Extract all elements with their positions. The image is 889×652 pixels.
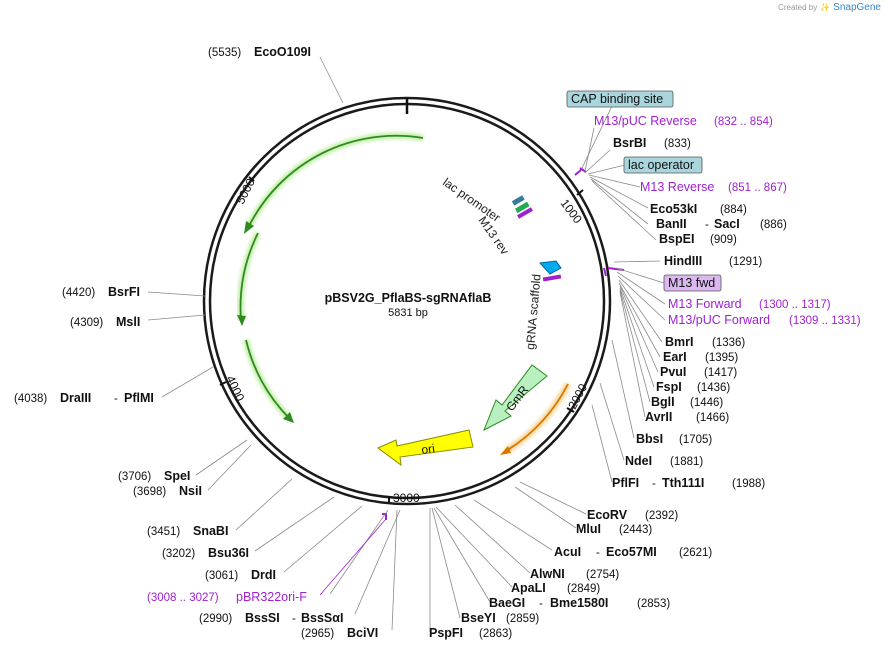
primer-pbr322ori-f: (3008 .. 3027)pBR322ori-F <box>147 590 307 604</box>
snapgene-logo-icon: ✨ <box>820 3 831 12</box>
cap-binding-label: CAP binding site <box>571 92 663 106</box>
credit-brand: SnapGene <box>833 2 881 13</box>
site-snabi: (3451)SnaBI <box>147 524 228 538</box>
pbr322-connector <box>319 519 386 596</box>
primer-m13puc-forward: M13/pUC Forward(1309 .. 1331) <box>668 313 861 327</box>
tick-label-1000: 1000 <box>558 196 585 226</box>
site-ecorv: EcoRV(2392) <box>587 508 678 522</box>
lac-small-features <box>511 195 562 282</box>
site-acui-eco57mi: AcuI-Eco57MI(2621) <box>554 545 712 559</box>
site-ndei: NdeI(1881) <box>625 454 703 468</box>
connector-lines <box>147 56 666 632</box>
site-bmri: BmrI(1336) <box>665 335 745 349</box>
site-eari: EarI(1395) <box>663 350 738 364</box>
orange-feature-arrow <box>500 382 572 455</box>
site-fspi: FspI(1436) <box>656 380 730 394</box>
site-draiii-pflmi: (4038)DraIII-PflMI <box>14 391 154 405</box>
m13-fwd-box: M13 fwd <box>663 274 722 292</box>
site-drdi: (3061)DrdI <box>205 568 276 582</box>
lac-operator-box: lac operator <box>623 156 703 174</box>
tick-1000 <box>576 189 584 196</box>
plasmid-length: 5831 bp <box>388 307 428 319</box>
tick-label-3000: 3000 <box>393 491 420 505</box>
lac-promoter-label: lac promoter <box>440 175 503 225</box>
ori-label: ori <box>420 441 435 457</box>
m13-fwd-label: M13 fwd <box>668 276 715 290</box>
lac-operator-label: lac operator <box>628 158 694 172</box>
primer-m13-reverse: M13 Reverse(851 .. 867) <box>640 180 787 194</box>
scale-ticks <box>219 98 584 503</box>
site-spei: (3706)SpeI <box>118 469 190 483</box>
tick-5000 <box>248 176 255 182</box>
site-bsrfi: (4420)BsrFI <box>62 285 140 299</box>
site-bcivi: (2965)BciVI <box>301 626 378 640</box>
cap-binding-box: CAP binding site <box>566 90 674 108</box>
site-apali: ApaLI(2849) <box>511 581 600 595</box>
primer-m13-forward: M13 Forward(1300 .. 1317) <box>668 297 831 311</box>
site-eco53ki: Eco53kI(884) <box>650 202 747 216</box>
tick-4000 <box>219 381 227 386</box>
site-bspei: BspEI(909) <box>659 232 737 246</box>
site-banii-saci: BanII-SacI(886) <box>656 217 787 231</box>
green-feature-arrows <box>237 132 424 423</box>
site-baegi-bme1580i: BaeGI-Bme1580I(2853) <box>489 596 670 610</box>
site-alwni: AlwNI(2754) <box>530 567 619 581</box>
site-pspfi: PspFI(2863) <box>429 626 512 640</box>
site-msli: (4309)MslI <box>70 315 140 329</box>
site-bseyi: BseYI(2859) <box>461 611 539 625</box>
tick-2000 <box>566 407 575 413</box>
plasmid-name: pBSV2G_PflaBS-sgRNAflaB <box>325 291 492 305</box>
ori-arrow: ori <box>377 429 474 467</box>
site-bsssi-bsssai: (2990)BssSI-BssSαI <box>199 611 343 625</box>
site-nsii: (3698)NsiI <box>133 484 202 498</box>
grna-scaffold-label: gRNA scaffold <box>523 274 544 351</box>
site-ecoo109i: (5535)EcoO109I <box>208 45 311 59</box>
site-bsrbi: BsrBI(833) <box>613 136 691 150</box>
site-bsu36i: (3202)Bsu36I <box>162 546 249 560</box>
site-bgli: BglI(1446) <box>651 395 723 409</box>
primer-m13puc-reverse: M13/pUC Reverse(832 .. 854) <box>594 114 773 128</box>
credit-prefix: Created by <box>778 3 818 12</box>
site-mlui: MluI(2443) <box>576 522 652 536</box>
site-bbsi: BbsI(1705) <box>636 432 712 446</box>
gmr-arrow: GmR <box>483 364 548 432</box>
site-hindiii: HindIII(1291) <box>664 254 762 268</box>
site-pvui: PvuI(1417) <box>660 365 737 379</box>
snapgene-credit: Created by ✨ SnapGene <box>778 2 881 13</box>
site-pflfi-tth111i: PflFI-Tth111I(1988) <box>612 476 765 490</box>
tick-label-4000: 4000 <box>223 373 247 403</box>
site-avrii: AvrII(1466) <box>645 410 729 424</box>
